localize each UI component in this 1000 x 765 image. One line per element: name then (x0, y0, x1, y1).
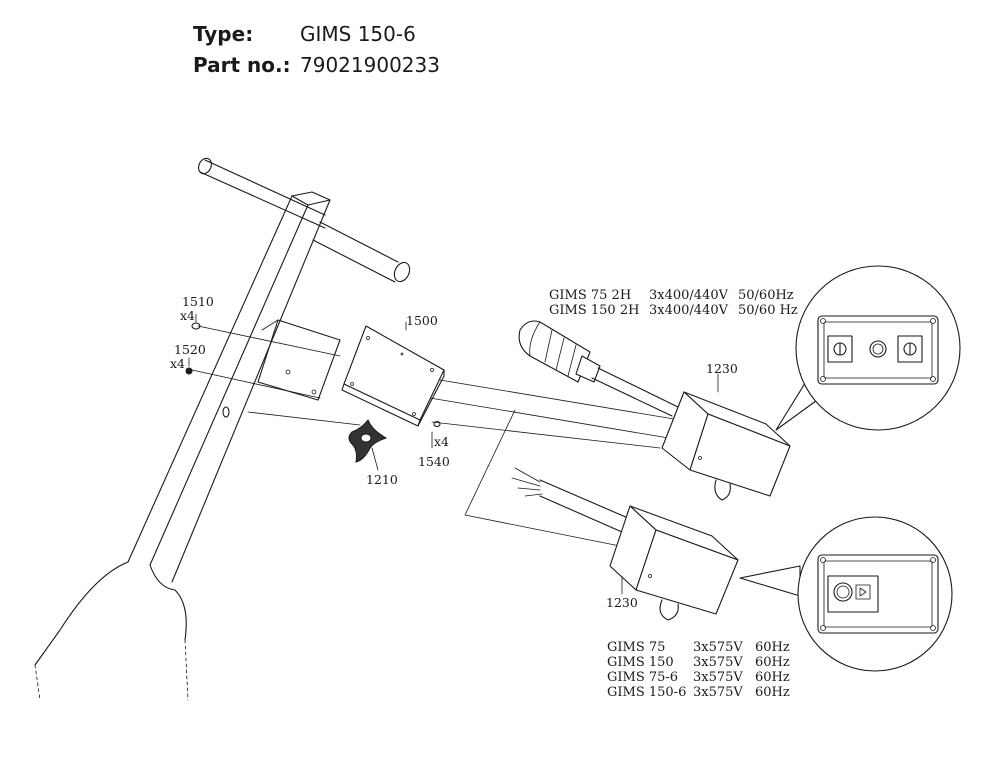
callout-1230-upper: 1230 (706, 361, 738, 376)
star-knob-1210 (348, 418, 388, 471)
callout-1500: 1500 (406, 313, 438, 328)
spec-lower-freq: 60Hz (755, 640, 790, 655)
spec-lower-voltage: 3x575V (693, 655, 743, 670)
callout-1520-qty: x4 (170, 356, 185, 371)
spec-lower-model: GIMS 75 (607, 640, 665, 655)
spec-lower-voltage: 3x575V (693, 685, 743, 700)
specs-lower-table: GIMS 75 3x575V 60Hz GIMS 150 3x575V 60Hz… (607, 640, 790, 700)
detail-view-lower (739, 516, 953, 672)
spec-upper-freq: 50/60Hz (738, 288, 794, 303)
part-no-value: 79021900233 (300, 53, 440, 77)
spec-lower-voltage: 3x575V (693, 670, 743, 685)
callout-1510-qty: x4 (180, 308, 195, 323)
spec-lower-freq: 60Hz (755, 670, 790, 685)
cover-plate-1500 (341, 321, 445, 427)
spec-upper-model: GIMS 150 2H (549, 303, 639, 318)
handle-frame (34, 157, 411, 701)
spec-upper-freq: 50/60 Hz (738, 303, 798, 318)
control-box-upper-1230 (661, 373, 791, 501)
callout-labels: 1510 x4 1520 x4 1500 x4 1540 1210 1230 1… (170, 294, 738, 610)
specs-upper-table: GIMS 75 2H 3x400/440V 50/60Hz GIMS 150 2… (549, 288, 798, 318)
detail-view-upper (775, 265, 961, 431)
control-box-lower-1230 (609, 505, 739, 621)
spec-lower-model: GIMS 150-6 (607, 685, 686, 700)
spec-lower-voltage: 3x575V (693, 640, 743, 655)
spec-upper-voltage: 3x400/440V (649, 288, 729, 303)
type-label: Type: (193, 22, 254, 46)
callout-1540-qty: x4 (434, 434, 449, 449)
screw-1510 (191, 313, 201, 330)
cable-lower (511, 467, 629, 533)
type-value: GIMS 150-6 (300, 22, 416, 46)
assembly-lines (191, 325, 771, 549)
callout-1210: 1210 (366, 472, 398, 487)
callout-1510: 1510 (182, 294, 214, 309)
plug-cable-upper (518, 320, 681, 417)
spec-lower-freq: 60Hz (755, 655, 790, 670)
callout-1540: 1540 (418, 454, 450, 469)
spec-upper-model: GIMS 75 2H (549, 288, 631, 303)
spec-lower-model: GIMS 150 (607, 655, 674, 670)
part-no-label: Part no.: (193, 53, 291, 77)
callout-1520: 1520 (174, 342, 206, 357)
spec-upper-voltage: 3x400/440V (649, 303, 729, 318)
spec-lower-model: GIMS 75-6 (607, 670, 678, 685)
spec-lower-freq: 60Hz (755, 685, 790, 700)
nut-1520 (185, 357, 193, 375)
callout-1230-lower: 1230 (606, 595, 638, 610)
screw-1540 (431, 420, 441, 449)
